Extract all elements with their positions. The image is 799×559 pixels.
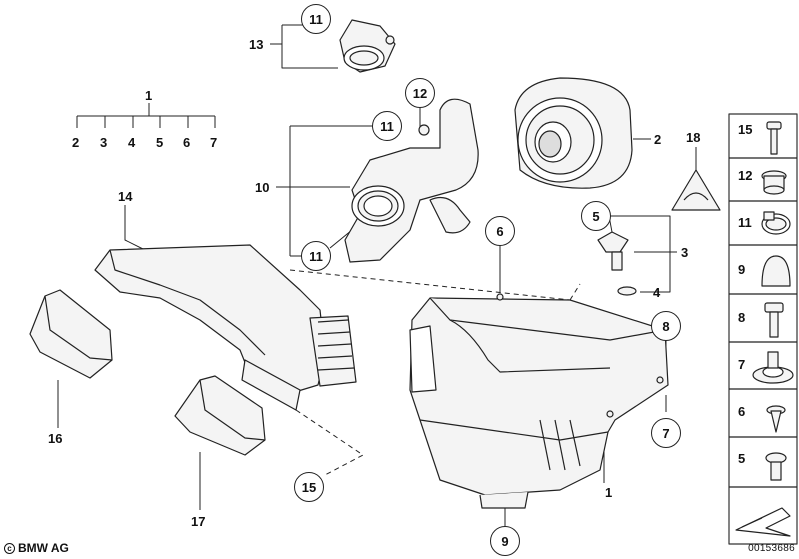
callout-2: 2 xyxy=(654,132,662,147)
sidebar-label-5: 5 xyxy=(738,451,746,466)
callout-17: 17 xyxy=(191,514,206,529)
duct-piece-center-part xyxy=(174,375,266,456)
rubber-mount-7-icon xyxy=(752,351,794,384)
callout-1-bottom: 1 xyxy=(605,485,613,500)
callout-11-low: 11 xyxy=(301,241,331,271)
arrow-symbol-icon xyxy=(735,507,791,537)
screw-5-icon xyxy=(765,452,787,481)
sidebar-label-9: 9 xyxy=(738,262,746,277)
callout-11-mid: 11 xyxy=(372,111,402,141)
diagram-number: 00153686 xyxy=(748,543,795,554)
callout-11-top: 11 xyxy=(301,4,331,34)
callout-1-sub-4: 4 xyxy=(128,135,136,150)
callout-1-sub-5: 5 xyxy=(156,135,164,150)
brand-label: BMW AG xyxy=(18,541,69,555)
callout-7: 7 xyxy=(651,418,681,448)
intake-boot-part xyxy=(339,19,396,73)
grommet-12-icon xyxy=(761,170,787,195)
cap-9-icon xyxy=(761,255,791,287)
callout-6: 6 xyxy=(485,216,515,246)
callout-9: 9 xyxy=(490,526,520,556)
callout-13: 13 xyxy=(249,37,264,52)
callout-1-top: 1 xyxy=(145,88,153,103)
intake-hose-part xyxy=(344,98,479,263)
callout-1-sub-6: 6 xyxy=(183,135,191,150)
bolt-8-icon xyxy=(764,302,784,338)
callout-4: 4 xyxy=(653,285,661,300)
callout-5: 5 xyxy=(581,201,611,231)
sidebar-label-12: 12 xyxy=(738,168,753,183)
callout-16: 16 xyxy=(48,431,63,446)
callout-3: 3 xyxy=(681,245,689,260)
air-filter-element-part xyxy=(514,77,633,189)
callout-1-sub-7: 7 xyxy=(210,135,218,150)
callout-14: 14 xyxy=(118,189,133,204)
callout-10: 10 xyxy=(255,180,270,195)
warning-label-part xyxy=(671,169,721,211)
air-filter-housing-part xyxy=(409,293,669,509)
screw-6-icon xyxy=(766,405,786,433)
sidebar-label-7: 7 xyxy=(738,357,746,372)
callout-15: 15 xyxy=(294,472,324,502)
air-duct-part xyxy=(94,244,357,411)
duct-piece-left-part xyxy=(29,289,113,379)
callout-1-sub-2: 2 xyxy=(72,135,80,150)
hose-clamp-11-icon xyxy=(761,211,791,235)
sidebar-label-6: 6 xyxy=(738,404,746,419)
sidebar-label-11: 11 xyxy=(738,215,752,230)
sidebar-label-15: 15 xyxy=(738,122,753,137)
sidebar-label-8: 8 xyxy=(738,310,746,325)
bolt-15-icon xyxy=(766,121,782,155)
callout-8: 8 xyxy=(651,311,681,341)
hardware-sidebar xyxy=(728,113,798,545)
callout-18: 18 xyxy=(686,130,701,145)
callout-1-sub-3: 3 xyxy=(100,135,108,150)
leader-lines xyxy=(57,24,697,528)
sensor-part xyxy=(597,231,637,296)
callout-12: 12 xyxy=(405,78,435,108)
brand-footer: c BMW AG xyxy=(4,541,69,555)
copyright-icon: c xyxy=(4,542,15,554)
